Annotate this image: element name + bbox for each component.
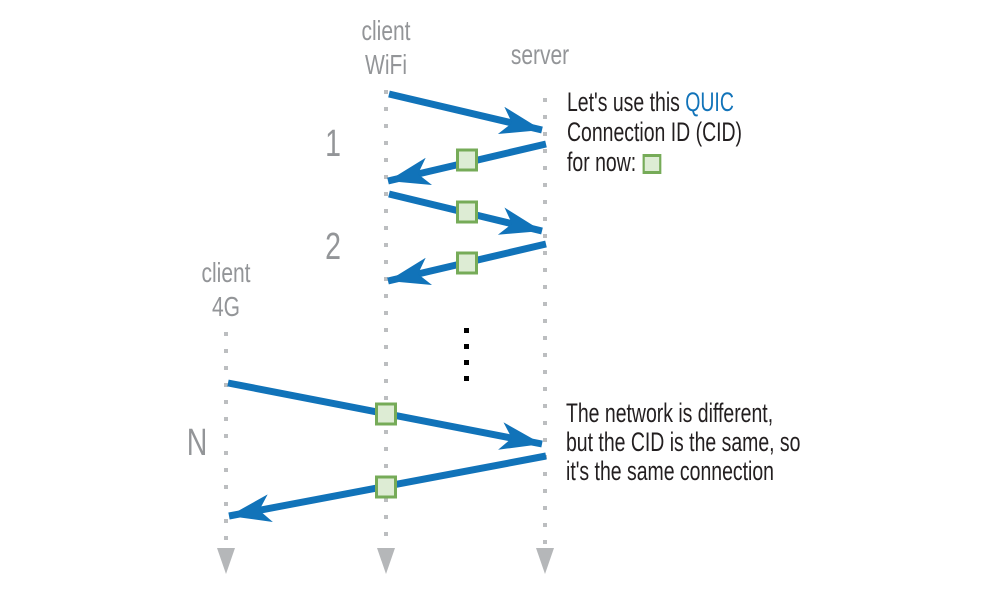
migration-note: The network is different, but the CID is… — [566, 399, 811, 486]
migration-note-line1: The network is different, — [566, 398, 774, 428]
sequence-number-2: 2 — [325, 226, 341, 268]
migration-note-line3: it's the same connection — [566, 456, 774, 486]
cid-note-line1-text: Let's use this — [567, 87, 686, 117]
cid-marker-icon-1 — [456, 148, 478, 172]
lane-label-client-4g-line2: 4G — [211, 291, 241, 322]
lifeline-end-arrow-icon-server — [536, 548, 554, 574]
sequence-number-1: 1 — [325, 123, 341, 165]
lane-label-client-4g: client 4G — [166, 256, 286, 324]
cid-note-line2: Connection ID (CID) — [567, 117, 743, 147]
cid-marker-icon-5 — [375, 475, 397, 499]
cid-marker-icon-3 — [456, 251, 478, 275]
packet-arrow-1-request — [388, 90, 543, 135]
cid-note-quic-highlight: QUIC — [685, 87, 734, 117]
lane-label-client-wifi-line2: WiFi — [365, 49, 407, 80]
lane-label-client-4g-line1: client — [201, 257, 251, 288]
lane-label-client-wifi: client WiFi — [326, 14, 446, 82]
migration-note-line2: but the CID is the same, so — [566, 427, 801, 457]
lane-label-client-wifi-line1: client — [361, 15, 411, 46]
lifeline-end-arrow-icon-wifi — [377, 548, 395, 574]
cid-note-line3-text: for now: — [567, 147, 637, 177]
cid-marker-icon-4 — [375, 402, 397, 426]
cid-note: Let's use this QUIC Connection ID (CID) … — [567, 87, 812, 177]
sequence-number-n: N — [186, 422, 208, 464]
lane-label-server: server — [510, 39, 570, 70]
lifeline-end-arrow-icon-4g — [217, 548, 235, 574]
cid-note-line1: Let's use this QUIC — [567, 87, 812, 117]
cid-marker-icon-2 — [456, 200, 478, 224]
cid-swatch-icon — [642, 154, 662, 174]
cid-note-line3: for now: — [567, 147, 812, 177]
